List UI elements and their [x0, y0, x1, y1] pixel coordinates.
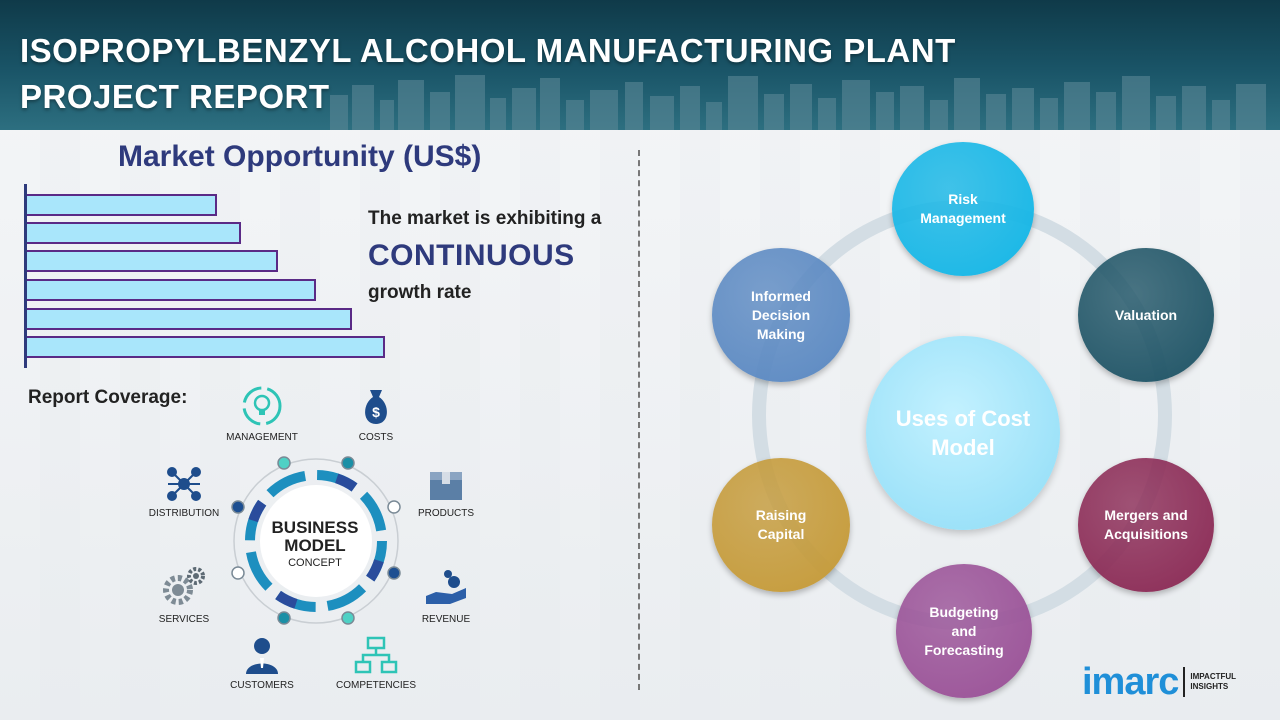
growth-highlight: CONTINUOUS: [368, 239, 575, 272]
hand-coins-icon: [426, 570, 466, 604]
bm-line-3: CONCEPT: [288, 557, 342, 569]
coverage-label: DISTRIBUTION: [148, 508, 220, 519]
node-label: Mergers and Acquisitions: [1103, 507, 1188, 542]
node-valuation: Valuation: [1078, 248, 1214, 382]
logo-wordmark: imarc: [1082, 661, 1179, 703]
chart-bar: [27, 250, 278, 272]
coverage-label: COMPETENCIES: [335, 680, 416, 691]
node-label: Raising Capital: [755, 507, 807, 542]
node-risk-management: Risk Management: [892, 142, 1034, 276]
chart-bar: [27, 194, 217, 216]
logo-tagline: IMPACTFUL INSIGHTS: [1190, 672, 1236, 692]
logo-separator: [1183, 667, 1186, 697]
imarc-logo: imarc IMPACTFUL INSIGHTS: [1082, 662, 1236, 702]
network-icon: [167, 467, 201, 501]
chart-bar: [27, 336, 385, 358]
cost-model-center: Uses of Cost Model: [866, 336, 1060, 530]
report-coverage-label: Report Coverage:: [28, 387, 188, 408]
node-informed-decision-making: Informed Decision Making: [712, 248, 850, 382]
growth-line-3: growth rate: [368, 282, 472, 303]
coverage-services: SERVICES: [134, 566, 234, 625]
coverage-label: CUSTOMERS: [230, 680, 294, 691]
bm-line-2: MODEL: [284, 536, 346, 555]
logo-tag-line-1: IMPACTFUL: [1190, 672, 1237, 681]
node-raising-capital: Raising Capital: [712, 458, 850, 592]
growth-line-1: The market is exhibiting a: [368, 208, 602, 229]
svg-text:$: $: [372, 404, 380, 420]
business-model-ring: [231, 456, 401, 625]
node-budgeting-forecasting: Budgeting and Forecasting: [896, 564, 1032, 698]
gears-icon: [163, 567, 205, 605]
coverage-label: SERVICES: [158, 614, 210, 625]
growth-statement: The market is exhibiting a CONTINUOUS gr…: [368, 206, 601, 306]
chart-bar: [27, 279, 316, 301]
coverage-revenue: REVENUE: [396, 566, 496, 625]
bm-line-1: BUSINESS: [271, 518, 359, 537]
node-label: Valuation: [1114, 306, 1178, 323]
coverage-costs: $ COSTS: [326, 384, 426, 443]
market-opportunity-title: Market Opportunity (US$): [118, 140, 482, 173]
node-label: Budgeting and Forecasting: [924, 603, 1004, 658]
business-model-concept: BUSINESS MODEL CONCEPT: [250, 518, 380, 570]
section-divider: [638, 150, 640, 690]
coverage-customers: CUSTOMERS: [212, 636, 312, 691]
coverage-competencies: COMPETENCIES: [326, 636, 426, 691]
coverage-products: PRODUCTS: [396, 464, 496, 519]
coverage-label: PRODUCTS: [417, 508, 475, 519]
coverage-distribution: DISTRIBUTION: [134, 464, 234, 519]
money-bag-icon: $: [365, 390, 387, 424]
node-mergers-acquisitions: Mergers and Acquisitions: [1078, 458, 1214, 592]
city-skyline-graphic: [330, 75, 1266, 130]
node-label: Risk Management: [920, 191, 1006, 226]
coverage-label: REVENUE: [421, 614, 471, 625]
header-banner: ISOPROPYLBENZYL ALCOHOL MANUFACTURING PL…: [0, 0, 1280, 130]
coverage-management: MANAGEMENT: [212, 384, 312, 443]
chart-bar: [27, 222, 241, 244]
page-title: ISOPROPYLBENZYL ALCOHOL MANUFACTURING PL…: [20, 32, 956, 115]
chart-bar: [27, 308, 352, 330]
coverage-label: MANAGEMENT: [226, 432, 298, 443]
coverage-label: COSTS: [358, 432, 394, 443]
logo-tag-line-2: INSIGHTS: [1190, 682, 1229, 691]
node-label: Informed Decision Making: [751, 287, 811, 342]
box-icon: [430, 472, 462, 500]
chart-axis: [24, 184, 27, 368]
org-chart-icon: [354, 636, 398, 674]
person-icon: [246, 638, 278, 674]
lightbulb-icon: [242, 386, 282, 426]
